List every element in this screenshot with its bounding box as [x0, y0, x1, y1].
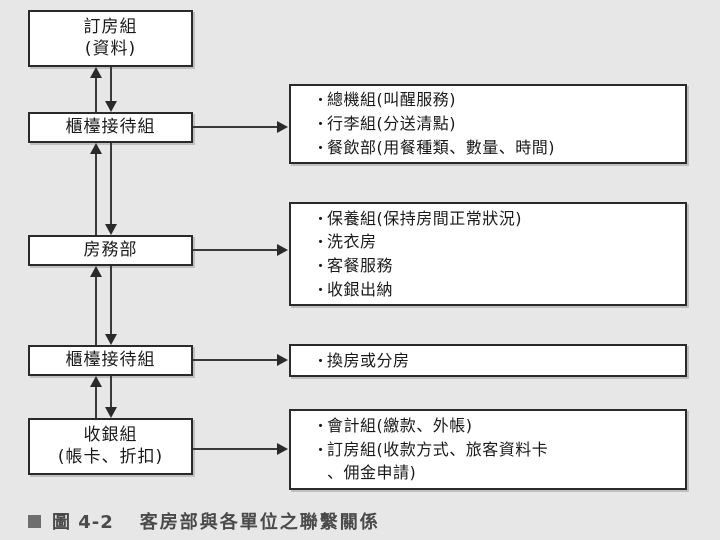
connector-line-front-desk-1-down — [110, 143, 112, 224]
department-box-front-desk-2[interactable]: 櫃檯接待組 — [28, 345, 193, 376]
detail-list-item-text: 行李組(分送清點) — [327, 114, 456, 134]
arrow-up-icon-front-desk-2 — [90, 376, 102, 387]
department-label-line: (帳卡、折扣) — [57, 446, 164, 467]
bullet-icon: ・ — [313, 351, 329, 370]
detail-list-item-text: 會計組(繳款、外帳) — [327, 415, 473, 435]
connector-line-front-desk-1-up — [95, 154, 97, 235]
detail-list-item-text: 保養組(保持房間正常狀況) — [327, 208, 522, 228]
bullet-icon: ・ — [313, 115, 329, 134]
detail-list-item: ・ 會計組(繳款、外帳) — [313, 414, 473, 438]
department-label-line: 櫃檯接待組 — [65, 349, 156, 370]
connector-line-front-desk-2-down — [110, 376, 112, 407]
bullet-icon: ・ — [313, 257, 329, 275]
department-label-line: 房務部 — [83, 239, 138, 260]
detail-box-housekeeping[interactable]: ・ 保養組(保持房間正常狀況) ・ 洗衣房 ・ 客餐服務 ・ 收銀出納 — [289, 202, 687, 306]
detail-box-front-desk-2[interactable]: ・ 換房或分房 — [289, 344, 687, 377]
connector-line-front-desk-2-details — [193, 359, 278, 361]
arrow-right-icon-cashier-details — [277, 443, 288, 455]
department-box-cashier[interactable]: 收銀組 (帳卡、折扣) — [28, 418, 193, 475]
detail-list-item-text: 總機組(叫醒服務) — [327, 90, 456, 110]
detail-list-item-text: 客餐服務 — [327, 256, 394, 275]
detail-list-item: ・ 、佣金申請) — [313, 461, 416, 485]
arrow-down-icon-front-desk-2 — [105, 334, 117, 345]
connector-line-housekeeping-details — [193, 249, 278, 251]
bullet-icon: ・ — [313, 138, 329, 157]
arrow-up-icon-housekeeping — [90, 266, 102, 277]
square-bullet-icon — [28, 514, 41, 528]
arrow-up-icon-reservation — [90, 67, 102, 78]
connector-line-cashier-details — [193, 448, 278, 450]
department-box-front-desk-1[interactable]: 櫃檯接待組 — [28, 112, 193, 143]
department-label-line: 櫃檯接待組 — [65, 116, 156, 137]
arrow-right-icon-housekeeping-details — [277, 244, 288, 256]
bullet-icon: ・ — [313, 209, 329, 228]
figure-number: 圖 4-2 — [52, 512, 114, 533]
detail-list-item: ・ 餐飲部(用餐種類、數量、時間) — [313, 136, 555, 160]
bullet-icon: ・ — [313, 233, 329, 252]
figure-title: 客房部與各單位之聯繫關係 — [139, 512, 380, 533]
detail-list-item: ・ 客餐服務 — [313, 254, 393, 278]
department-label-line: 收銀組 — [83, 425, 138, 446]
arrow-down-icon-housekeeping — [105, 224, 117, 235]
detail-list-item-text: 換房或分房 — [327, 350, 410, 370]
detail-box-cashier[interactable]: ・ 會計組(繳款、外帳) ・ 訂房組(收款方式、旅客資料卡 ・ 、佣金申請) — [289, 409, 687, 490]
arrow-down-icon-cashier — [105, 407, 117, 418]
figure-caption: 圖 4-2 客房部與各單位之聯繫關係 — [28, 508, 380, 534]
department-box-housekeeping[interactable]: 房務部 — [28, 235, 193, 266]
detail-list-item: ・ 收銀出納 — [313, 278, 393, 302]
detail-list-item: ・ 行李組(分送清點) — [313, 112, 456, 136]
detail-list-item: ・ 洗衣房 — [313, 230, 377, 254]
detail-list-item-text: 收銀出納 — [327, 279, 394, 299]
department-label-line: (資料) — [84, 38, 137, 59]
arrow-right-icon-front-desk-2-details — [277, 354, 288, 366]
detail-list-item-text: 洗衣房 — [327, 232, 377, 252]
detail-list-item-text: 訂房組(收款方式、旅客資料卡 — [327, 439, 549, 459]
bullet-icon: ・ — [313, 440, 329, 459]
connector-line-front-desk-1-details — [193, 126, 278, 128]
department-box-reservation[interactable]: 訂房組 (資料) — [28, 10, 193, 67]
connector-line-housekeeping-up — [95, 277, 97, 345]
connector-line-housekeeping-down — [110, 266, 112, 334]
connector-line-reservation-up — [95, 78, 97, 112]
connector-line-front-desk-2-up — [95, 387, 97, 418]
bullet-icon: ・ — [313, 280, 329, 299]
detail-list-item: ・ 訂房組(收款方式、旅客資料卡 — [313, 438, 548, 462]
department-label-line: 訂房組 — [83, 17, 138, 38]
detail-list-item: ・ 總機組(叫醒服務) — [313, 88, 456, 112]
arrow-right-icon-front-desk-1-details — [277, 121, 288, 133]
detail-list-item-text: 、佣金申請) — [327, 463, 417, 483]
detail-list-item-text: 餐飲部(用餐種類、數量、時間) — [327, 137, 555, 157]
detail-list-item: ・ 換房或分房 — [313, 349, 410, 373]
detail-list-item: ・ 保養組(保持房間正常狀況) — [313, 207, 522, 231]
bullet-icon: ・ — [313, 416, 329, 435]
arrow-up-icon-front-desk-1 — [90, 143, 102, 154]
bullet-icon: ・ — [313, 91, 329, 110]
detail-box-front-desk-1[interactable]: ・ 總機組(叫醒服務) ・ 行李組(分送清點) ・ 餐飲部(用餐種類、數量、時間… — [289, 84, 687, 164]
arrow-down-icon-front-desk-1 — [105, 101, 117, 112]
connector-line-reservation-down — [110, 67, 112, 101]
